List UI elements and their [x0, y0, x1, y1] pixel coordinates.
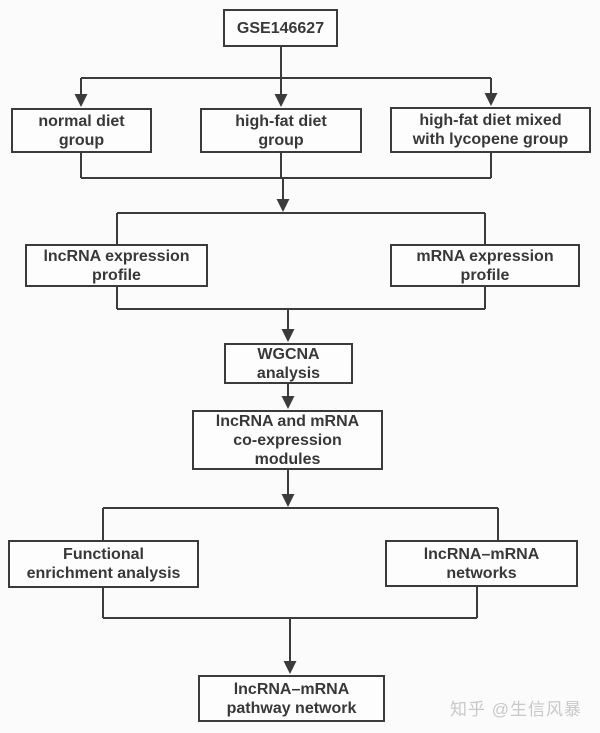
edge-branches-to-pathway — [102, 587, 478, 674]
zhihu-watermark: 知乎 @生信风暴 — [450, 700, 582, 719]
node-lycopene-group: high-fat diet mixed with lycopene group — [390, 107, 591, 153]
edge-groups-to-profiles — [80, 153, 492, 244]
node-normal-diet-group: normal diet group — [11, 108, 152, 153]
node-lncrna-mrna-pathway-network: lncRNA–mRNA pathway network — [198, 675, 385, 722]
edge-profiles-to-wgcna — [116, 287, 486, 342]
node-lncrna-expression-profile: lncRNA expression profile — [25, 244, 208, 287]
node-gse146627: GSE146627 — [223, 9, 338, 47]
node-high-fat-diet-group: high-fat diet group — [200, 108, 362, 153]
node-wgcna-analysis: WGCNA analysis — [224, 343, 353, 384]
node-mrna-expression-profile: mRNA expression profile — [390, 244, 580, 287]
node-lncrna-mrna-networks: lncRNA–mRNA networks — [385, 540, 578, 587]
edge-modules-to-branches — [102, 470, 499, 540]
node-functional-enrichment-analysis: Functional enrichment analysis — [8, 540, 199, 588]
node-coexpression-modules: lncRNA and mRNA co-expression modules — [192, 410, 383, 470]
edge-gse-to-groups — [74, 47, 498, 107]
